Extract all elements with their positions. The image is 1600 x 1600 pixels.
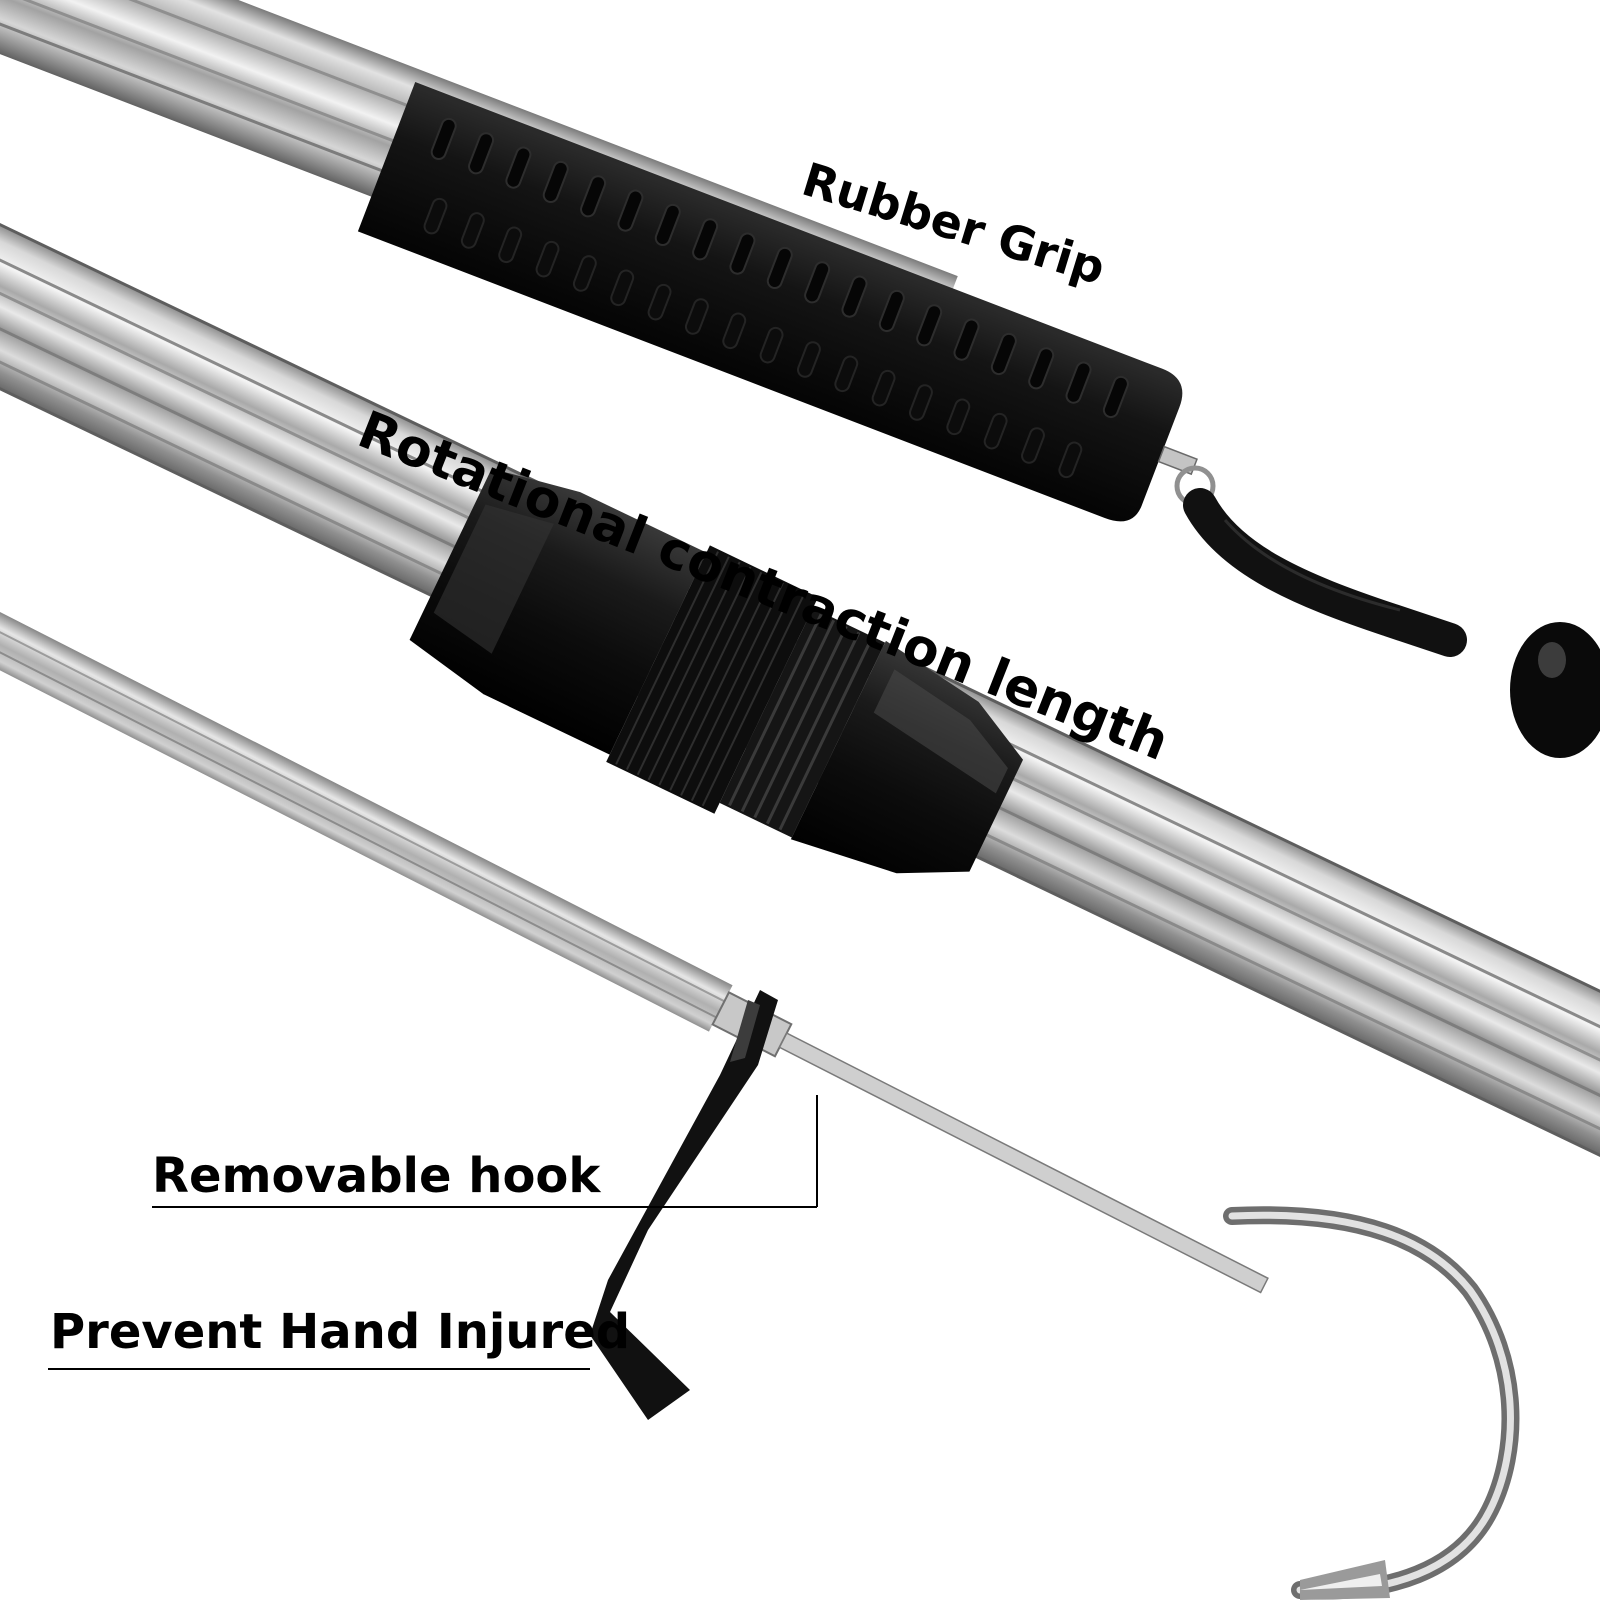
hook-point: [1300, 1560, 1390, 1600]
prevent-injury-label: Prevent Hand Injured: [50, 1304, 631, 1360]
lanyard: [1174, 465, 1600, 758]
removable-hook-label: Removable hook: [152, 1148, 601, 1204]
rubber-grip: [357, 81, 1198, 522]
hook-pole: [0, 567, 1269, 1294]
hand-guard: [590, 990, 778, 1420]
callout-lines: [48, 1095, 818, 1370]
rotation-lock-knob: [409, 468, 1024, 874]
